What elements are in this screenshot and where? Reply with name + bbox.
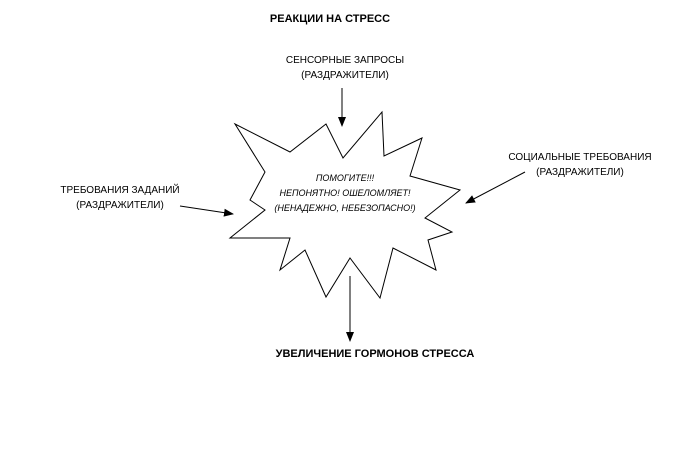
social-demands-line1: СОЦИАЛЬНЫЕ ТРЕБОВАНИЯ — [508, 152, 652, 163]
social-demands-label: СОЦИАЛЬНЫЕ ТРЕБОВАНИЯ (РАЗДРАЖИТЕЛИ) — [490, 150, 670, 180]
task-demands-line2: (РАЗДРАЖИТЕЛИ) — [76, 200, 164, 211]
task-arrow — [179, 205, 234, 217]
stress-hormones-outcome: УВЕЛИЧЕНИЕ ГОРМОНОВ СТРЕССА — [230, 347, 520, 362]
diagram-title: РЕАКЦИИ НА СТРЕСС — [200, 12, 460, 27]
burst-line1: ПОМОГИТЕ!!! — [315, 173, 375, 183]
task-demands-label: ТРЕБОВАНИЯ ЗАДАНИЙ (РАЗДРАЖИТЕЛИ) — [35, 183, 205, 213]
burst-line2: НЕПОНЯТНО! ОШЕЛОМЛЯЕТ! — [279, 188, 411, 198]
social-demands-line2: (РАЗДРАЖИТЕЛИ) — [536, 167, 624, 178]
social-arrow — [465, 171, 526, 204]
sensory-demands-line2: (РАЗДРАЖИТЕЛИ) — [301, 70, 389, 81]
sensory-demands-line1: СЕНСОРНЫЕ ЗАПРОСЫ — [285, 55, 405, 66]
stress-burst-shape — [228, 110, 462, 300]
stress-burst-text: ПОМОГИТЕ!!! НЕПОНЯТНО! ОШЕЛОМЛЯЕТ! (НЕНА… — [240, 171, 450, 216]
burst-line3: (НЕНАДЕЖНО, НЕБЕЗОПАСНО!) — [274, 203, 416, 213]
outcome-text: УВЕЛИЧЕНИЕ ГОРМОНОВ СТРЕССА — [275, 348, 475, 360]
task-demands-line1: ТРЕБОВАНИЯ ЗАДАНИЙ — [60, 185, 180, 196]
diagram-title-text: РЕАКЦИИ НА СТРЕСС — [269, 13, 391, 25]
sensory-demands-label: СЕНСОРНЫЕ ЗАПРОСЫ (РАЗДРАЖИТЕЛИ) — [245, 53, 445, 83]
